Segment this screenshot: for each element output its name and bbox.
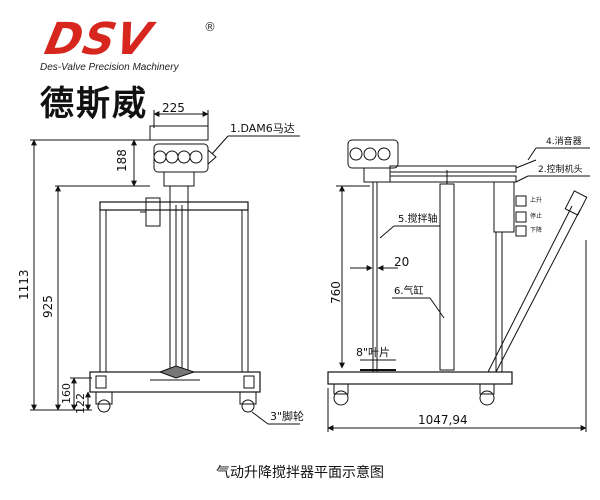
impeller-label: 8"叶片	[356, 346, 390, 359]
dim-mid-label: 925	[41, 295, 55, 318]
callout-mixing-shaft: 5.搅拌轴	[398, 212, 438, 225]
dim-20-label: 20	[394, 255, 409, 269]
dim-760-label: 760	[329, 281, 343, 304]
label-up: 上升	[530, 196, 542, 204]
label-down: 下降	[530, 226, 542, 234]
dim-low2-label: 122	[74, 393, 87, 414]
left-view	[30, 110, 300, 425]
dim-low1-label: 160	[60, 383, 73, 404]
callout-silencer: 4.消音器	[546, 135, 582, 147]
dim-top-label: 225	[162, 101, 185, 115]
callout-control-head: 2.控制机头	[538, 163, 583, 175]
dim-total-label: 1113	[17, 269, 31, 300]
registered-mark: ®	[204, 20, 216, 34]
callout-caster: 3"脚轮	[270, 409, 304, 423]
right-view	[327, 139, 590, 432]
logo-tagline: Des-Valve Precision Machinery	[40, 62, 179, 73]
dim-width-label: 1047,94	[418, 413, 468, 427]
company-logo: DSV ® Des-Valve Precision Machinery 德斯威	[18, 10, 216, 124]
brand-name-cn: 德斯威	[40, 84, 148, 124]
figure-caption: 气动升降搅拌器平面示意图	[216, 465, 384, 481]
callout-motor: 1.DAM6马达	[230, 122, 295, 135]
callout-cylinder: 6.气缸	[394, 284, 424, 297]
label-stop: 停止	[530, 212, 542, 220]
dim-head-label: 188	[115, 149, 129, 172]
